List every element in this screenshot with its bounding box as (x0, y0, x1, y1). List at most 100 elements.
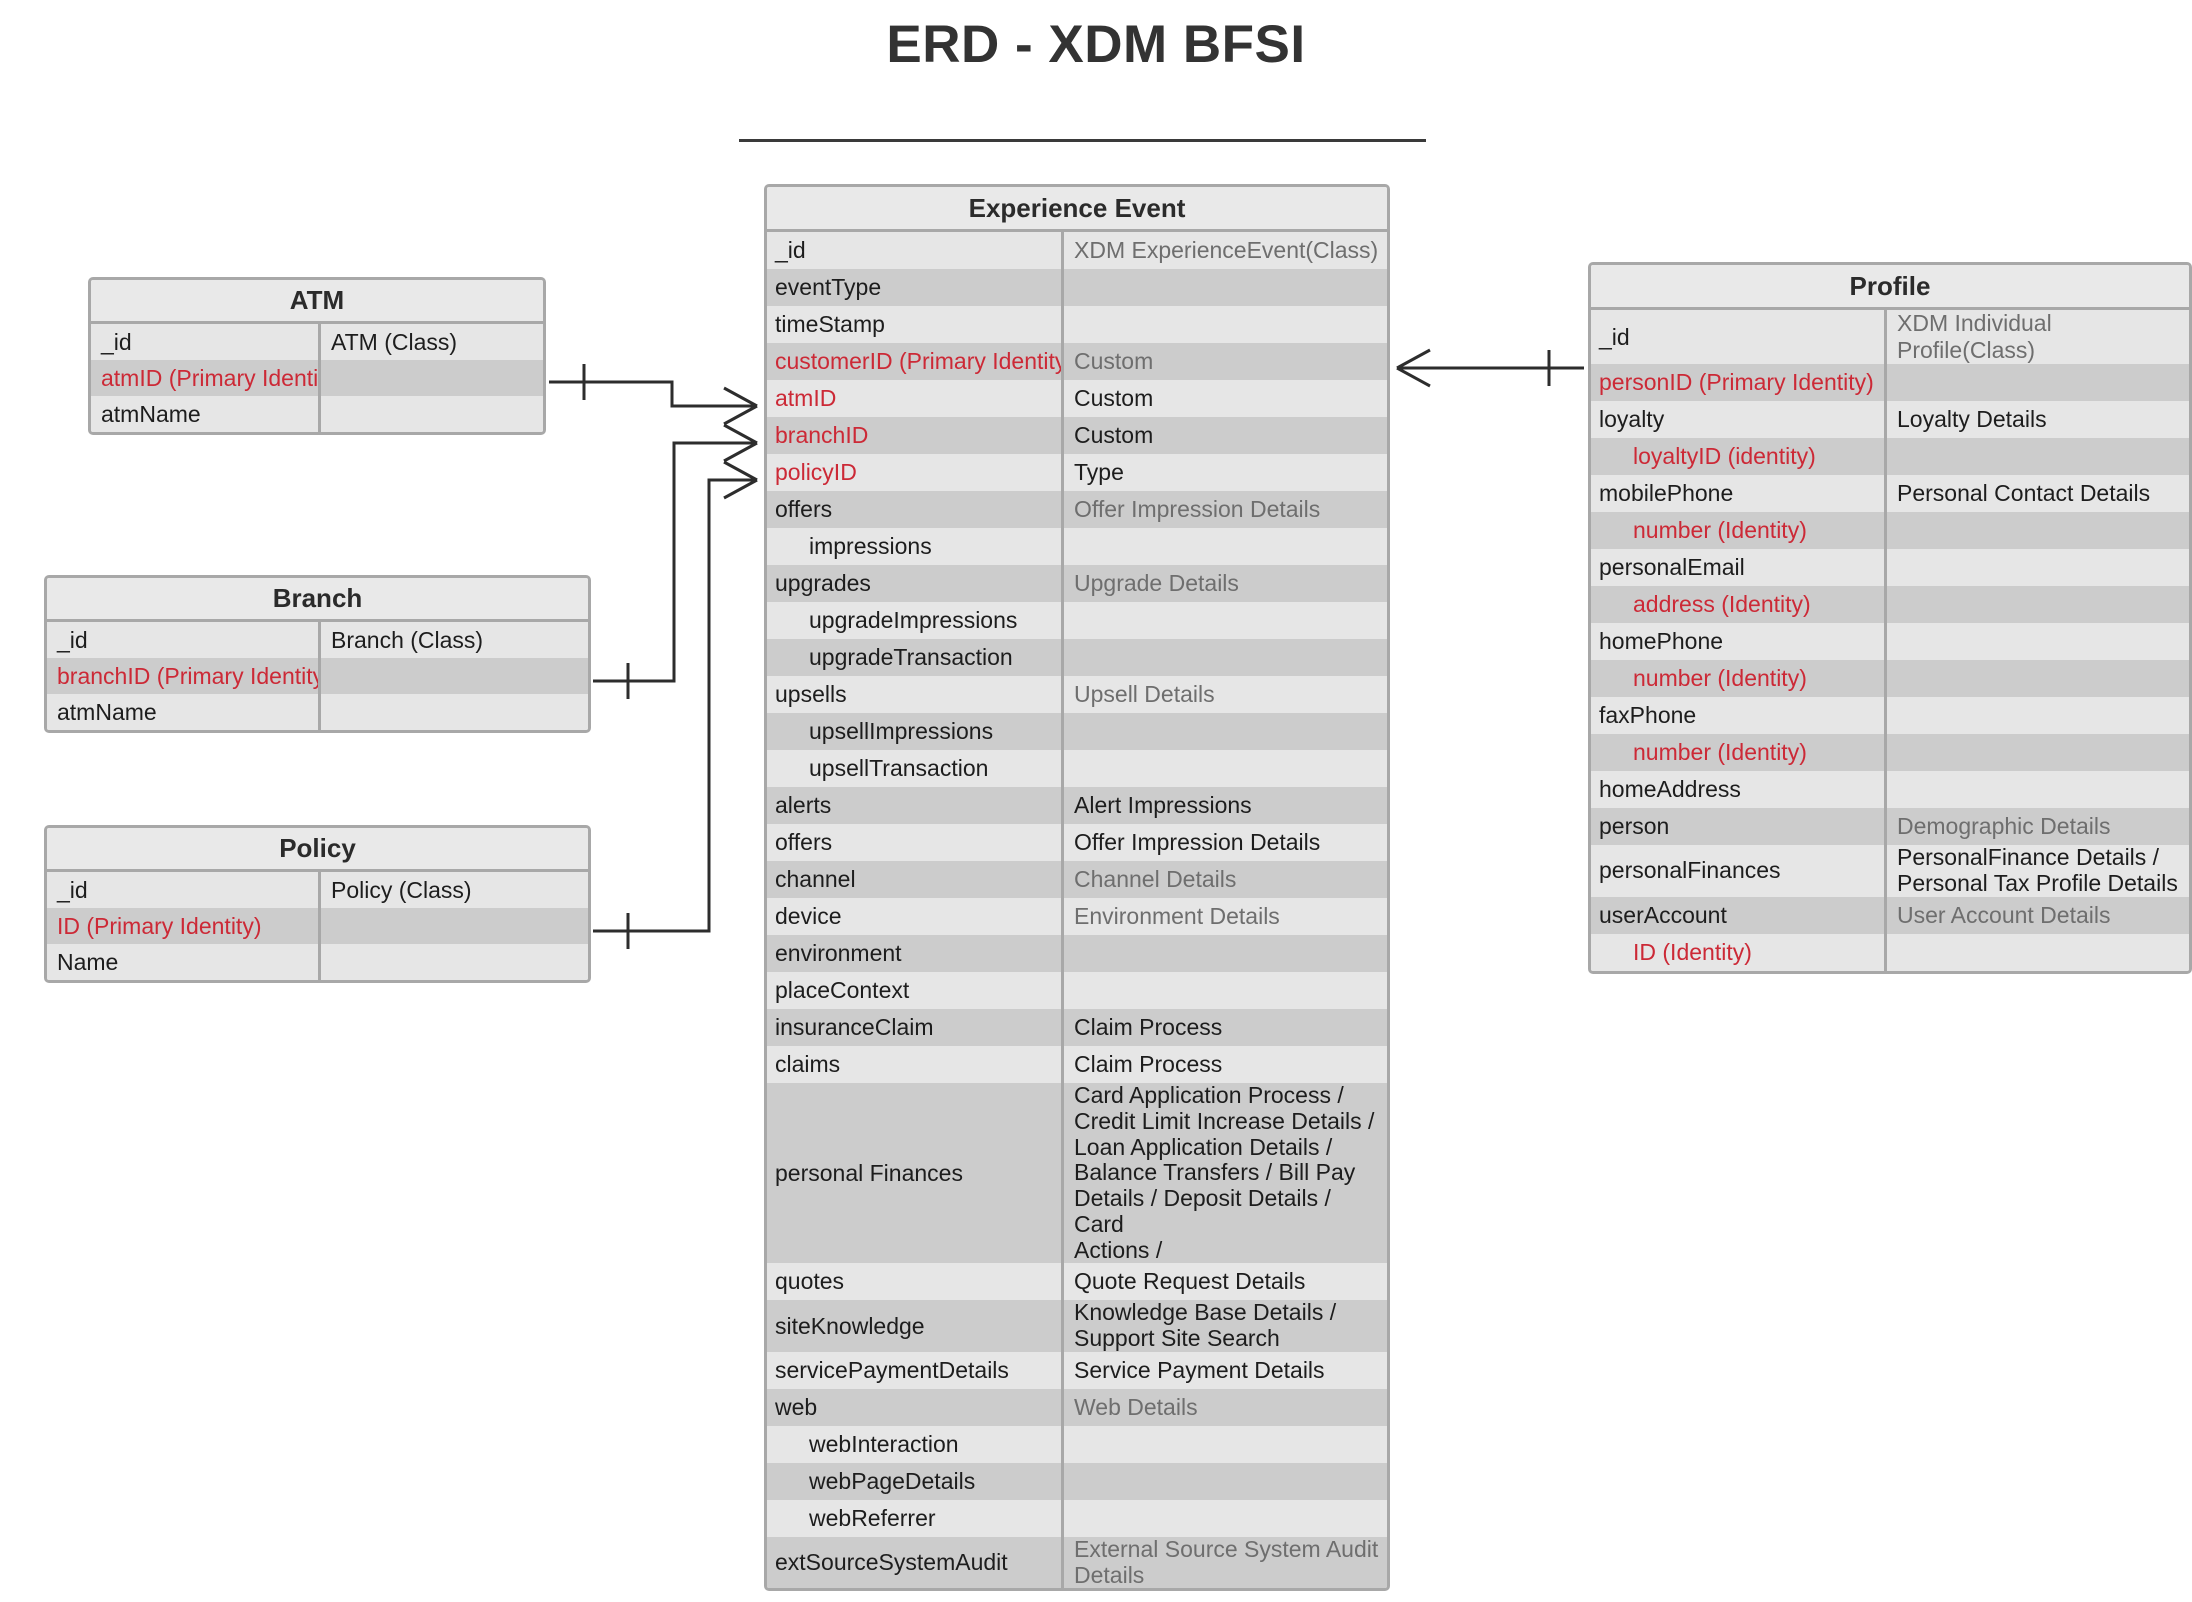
table-row[interactable]: number (Identity) (1591, 660, 2189, 697)
field-name: person (1591, 808, 1887, 845)
field-type (321, 694, 588, 730)
field-type (1064, 750, 1387, 787)
field-name: _id (767, 232, 1064, 269)
table-row[interactable]: atmName (47, 694, 588, 730)
table-row[interactable]: Name (47, 944, 588, 980)
field-type (1887, 586, 2189, 623)
table-row[interactable]: homeAddress (1591, 771, 2189, 808)
field-name: atmName (47, 694, 321, 730)
crow-foot-lower-policy (723, 478, 758, 500)
table-row[interactable]: customerID (Primary Identity)Custom (767, 343, 1387, 380)
field-name: offers (767, 491, 1064, 528)
table-row[interactable]: number (Identity) (1591, 512, 2189, 549)
field-type: Offer Impression Details (1074, 496, 1321, 522)
relationship-policy-to-experience-event (593, 460, 758, 949)
table-row[interactable]: placeContext (767, 972, 1387, 1009)
table-row[interactable]: webPageDetails (767, 1462, 1387, 1500)
table-row[interactable]: environment (767, 935, 1387, 972)
field-type: Knowledge Base Details / Support Site Se… (1074, 1300, 1337, 1351)
field-name: offers (767, 824, 1064, 861)
table-row[interactable]: atmName (91, 396, 543, 432)
field-name: personID (Primary Identity) (1591, 364, 1887, 401)
entity-atm-title: ATM (91, 280, 543, 324)
entity-profile-title: Profile (1591, 265, 2189, 310)
field-name: number (Identity) (1591, 512, 1887, 549)
table-row[interactable]: webReferrer (767, 1499, 1387, 1537)
table-row[interactable]: upsellImpressions (767, 713, 1387, 750)
field-name: number (Identity) (1591, 734, 1887, 771)
table-row[interactable]: timeStamp (767, 306, 1387, 343)
table-row[interactable]: ID (Primary Identity) (47, 908, 588, 944)
field-name: upsellTransaction (767, 750, 1064, 787)
table-row[interactable]: loyaltyID (identity) (1591, 438, 2189, 475)
table-row[interactable]: number (Identity) (1591, 734, 2189, 771)
relationship-experience-event-to-profile (1396, 348, 1584, 388)
field-type (1887, 623, 2189, 660)
table-row[interactable]: upsellTransaction (767, 750, 1387, 787)
field-type: Custom (1074, 422, 1154, 448)
table-row[interactable]: upgradeTransaction (767, 639, 1387, 676)
table-row[interactable]: branchID Custom (767, 417, 1387, 454)
table-row[interactable]: upgradeImpressions (767, 602, 1387, 639)
field-name: upsells (767, 676, 1064, 713)
table-row[interactable]: webInteraction (767, 1425, 1387, 1463)
field-name: insuranceClaim (767, 1009, 1064, 1046)
field-type (1064, 306, 1387, 343)
table-row[interactable]: personalEmail (1591, 549, 2189, 586)
field-type: Quote Request Details (1074, 1268, 1306, 1295)
field-type: Channel Details (1074, 866, 1237, 892)
table-row[interactable]: ID (Identity) (1591, 933, 2189, 971)
table-row[interactable]: address (Identity) (1591, 586, 2189, 623)
table-row[interactable]: personID (Primary Identity) (1591, 364, 2189, 401)
field-name: branchID (767, 417, 1064, 454)
field-type (1887, 438, 2189, 475)
table-row[interactable]: faxPhone (1591, 697, 2189, 734)
table-row[interactable]: eventType (767, 269, 1387, 306)
table-row[interactable]: atmID (Primary Identity) (91, 360, 543, 396)
field-type (1064, 713, 1387, 750)
field-type (1887, 697, 2189, 734)
table-row[interactable]: offers Offer Impression Details (767, 491, 1387, 528)
field-type (321, 658, 588, 694)
table-row[interactable]: branchID (Primary Identity) (47, 658, 588, 694)
field-name: number (Identity) (1591, 660, 1887, 697)
table-row[interactable]: homePhone (1591, 623, 2189, 660)
field-name: homePhone (1591, 623, 1887, 660)
field-type: XDM Individual Profile(Class) (1897, 310, 2052, 363)
field-name: ID (Primary Identity) (47, 908, 321, 944)
field-type: Type (1074, 459, 1124, 485)
table-row[interactable]: impressions (767, 528, 1387, 565)
